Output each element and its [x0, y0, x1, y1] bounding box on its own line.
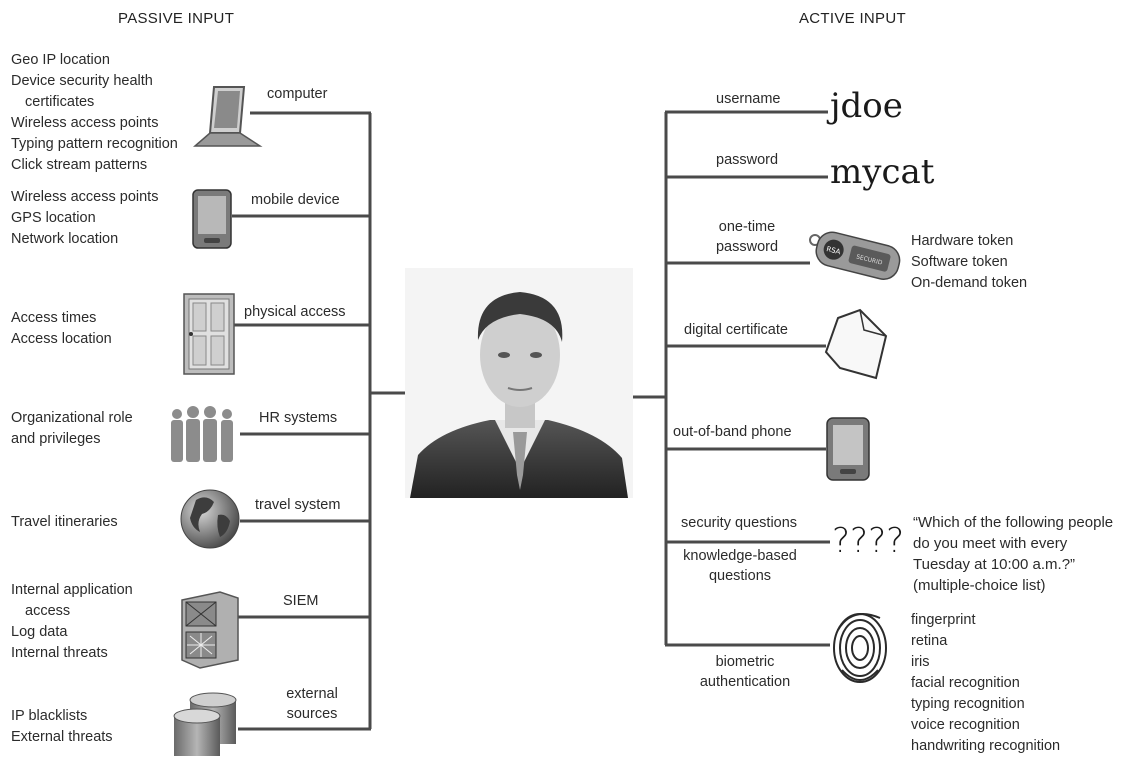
siem-label: SIEM — [283, 593, 319, 609]
list-item: Software token — [911, 254, 1008, 270]
server-icon — [181, 591, 239, 669]
active-input-heading: ACTIVE INPUT — [799, 10, 906, 27]
list-item: Wireless access points — [11, 189, 159, 205]
globe-icon — [180, 489, 240, 549]
list-item: fingerprint — [911, 612, 976, 628]
list-item: GPS location — [11, 210, 96, 226]
mobile-inputs-list: Wireless access points GPS location Netw… — [11, 187, 158, 250]
hardware-token-icon: RSA SECURID — [809, 231, 901, 280]
phone-icon — [826, 417, 870, 481]
out-of-band-phone-label: out-of-band phone — [673, 424, 792, 440]
list-item: facial recognition — [911, 675, 1020, 691]
list-item: typing recognition — [911, 696, 1025, 712]
digital-certificate-label: digital certificate — [684, 322, 788, 338]
physical-inputs-list: Access times Access location — [11, 308, 112, 350]
question-marks: ???? — [832, 521, 905, 561]
list-item: voice recognition — [911, 717, 1020, 733]
list-item: Internal threats — [11, 645, 108, 661]
username-label: username — [716, 91, 781, 107]
authentication-label-line: authentication — [699, 674, 791, 690]
list-item: Device security health — [11, 73, 153, 89]
password-value: mycat — [830, 152, 935, 192]
list-item: Organizational role — [11, 410, 133, 426]
list-item: Geo IP location — [11, 52, 110, 68]
sources-label-line: sources — [286, 706, 338, 722]
list-item: Hardware token — [911, 233, 1014, 249]
list-item: and privileges — [11, 431, 101, 447]
list-item: Access location — [11, 331, 112, 347]
biometric-label-line: biometric — [715, 654, 775, 670]
external-inputs-list: IP blacklists External threats — [11, 706, 113, 748]
laptop-icon — [192, 86, 263, 147]
quote-line: (multiple-choice list) — [913, 577, 1046, 594]
biometric-types-list: fingerprint retina iris facial recogniti… — [911, 610, 1060, 757]
list-item: Travel itineraries — [11, 514, 118, 530]
otp-label-line: password — [715, 239, 779, 255]
list-item: Network location — [11, 231, 119, 247]
security-question-example: “Which of the following people do you me… — [913, 512, 1113, 596]
list-item: certificates — [25, 94, 95, 110]
user-portrait — [405, 268, 633, 498]
list-item: On-demand token — [911, 275, 1028, 291]
external-sources-label: external sources — [268, 684, 356, 724]
mobile-device-label: mobile device — [251, 192, 340, 208]
list-item: access — [25, 603, 71, 619]
username-value: jdoe — [830, 86, 903, 126]
travel-inputs-list: Travel itineraries — [11, 512, 118, 533]
list-item: External threats — [11, 729, 113, 745]
physical-access-label: physical access — [244, 304, 346, 320]
passive-input-heading: PASSIVE INPUT — [118, 10, 235, 27]
list-item: Internal application — [11, 582, 133, 598]
list-item: Access times — [11, 310, 97, 326]
list-item: handwriting recognition — [911, 738, 1061, 754]
quote-line: “Which of the following people — [913, 514, 1114, 531]
people-group-icon — [171, 406, 233, 462]
security-questions-label: security questions — [681, 515, 798, 531]
quote-line: Tuesday at 10:00 a.m.?” — [913, 556, 1076, 573]
active-bus — [603, 110, 830, 647]
database-icon — [173, 692, 237, 756]
list-item: retina — [911, 633, 948, 649]
document-icon — [824, 308, 888, 380]
token-types-list: Hardware token Software token On-demand … — [911, 231, 1027, 294]
kbq-label-line: knowledge-based — [683, 548, 797, 564]
password-label: password — [716, 152, 779, 168]
otp-label-line: one-time — [718, 219, 776, 235]
list-item: Log data — [11, 624, 68, 640]
computer-label: computer — [267, 86, 328, 102]
siem-inputs-list: Internal application access Log data Int… — [11, 580, 133, 664]
fingerprint-icon — [833, 613, 887, 683]
door-icon — [183, 293, 235, 375]
mobile-device-icon — [192, 189, 232, 249]
quote-line: do you meet with every — [913, 535, 1068, 552]
passive-bus — [232, 111, 425, 731]
list-item: Click stream patterns — [11, 157, 148, 173]
computer-inputs-list: Geo IP location Device security health c… — [11, 50, 178, 176]
travel-system-label: travel system — [255, 497, 341, 513]
list-item: IP blacklists — [11, 708, 88, 724]
hr-systems-label: HR systems — [259, 410, 338, 426]
hr-inputs-list: Organizational role and privileges — [11, 408, 133, 450]
list-item: Wireless access points — [11, 115, 159, 131]
token-brand-text: RSA — [826, 245, 842, 256]
external-label-line: external — [286, 686, 338, 702]
knowledge-based-questions-label: knowledge-based questions — [680, 546, 800, 586]
kbq-label-line: questions — [708, 568, 772, 584]
list-item: iris — [911, 654, 930, 670]
biometric-authentication-label: biometric authentication — [690, 652, 800, 692]
list-item: Typing pattern recognition — [11, 136, 178, 152]
one-time-password-label: one-time password — [700, 217, 794, 257]
